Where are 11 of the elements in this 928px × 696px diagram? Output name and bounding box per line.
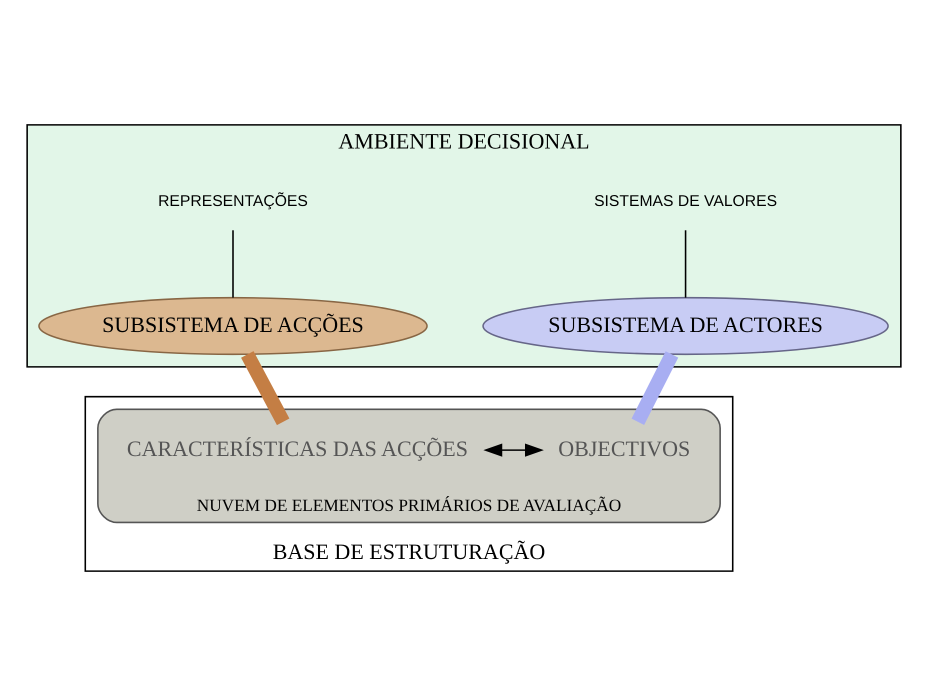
node-ellipse: SUBSISTEMA DE ACÇÕES <box>38 296 428 356</box>
node-text: OBJECTIVOS <box>558 436 690 461</box>
node-text: CARACTERÍSTICAS DAS ACÇÕES <box>126 436 468 461</box>
arrow <box>483 444 544 457</box>
cluster <box>97 408 721 524</box>
node-text: REPRESENTAÇÕES <box>158 192 308 210</box>
node-text: SISTEMAS DE VALORES <box>594 192 778 210</box>
connector <box>232 230 234 298</box>
node-ellipse: SUBSISTEMA DE ACTORES <box>482 296 889 356</box>
connector <box>684 230 686 298</box>
node-label: NUVEM DE ELEMENTOS PRIMÁRIOS DE AVALIAÇÃO <box>196 496 622 516</box>
